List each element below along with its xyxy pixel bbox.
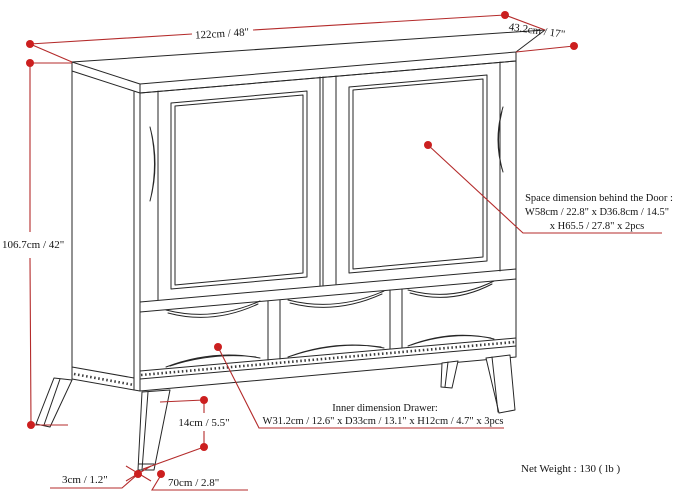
door-space-annotation: Space dimension behind the Door : W58cm … (424, 141, 673, 234)
front-face-outline (139, 60, 517, 392)
callout-dot (134, 470, 142, 478)
height-dimension-label: 106.7cm / 42" (2, 239, 64, 251)
legs (35, 354, 516, 471)
dimension-dot (570, 42, 578, 50)
depth-dimension: 43.2cm / 17" (504, 14, 578, 53)
drawer-space-line2: W31.2cm / 12.6" x D33cm / 13.1" x H12cm … (263, 416, 504, 427)
depth-dimension-label: 43.2cm / 17" (508, 21, 566, 41)
dimension-dot (200, 396, 208, 404)
cabinet-line-art (35, 29, 546, 471)
width-dimension-label: 122cm / 48" (195, 26, 250, 41)
leg-back-right (440, 360, 459, 389)
drawer-annotation: Inner dimension Drawer: W31.2cm / 12.6" … (214, 343, 504, 429)
height-dimension: 106.7cm / 42" (2, 59, 72, 429)
base-rail-hatch (140, 340, 516, 377)
front-stiles (157, 61, 501, 301)
left-door (170, 90, 308, 290)
drawer-dividers (267, 288, 403, 361)
drawer-handle-arcs (165, 280, 495, 368)
leg-front-right (485, 354, 516, 414)
foot-width-label: 70cm / 2.8" (168, 477, 219, 489)
width-dimension: 122cm / 48" (26, 11, 509, 63)
leg-height-label: 14cm / 5.5" (178, 417, 229, 429)
door-space-line1: Space dimension behind the Door : (525, 193, 673, 204)
foot-height-label: 3cm / 1.2" (62, 474, 108, 486)
callout-dot (157, 470, 165, 478)
leg-front-left (137, 389, 171, 471)
dimension-dot (27, 421, 35, 429)
left-door-pull-arc (149, 126, 156, 202)
dimension-dot (26, 40, 34, 48)
leg-height-dimension: 14cm / 5.5" (142, 396, 230, 470)
leg-back-left (35, 377, 73, 428)
drawer-space-line1: Inner dimension Drawer: (332, 403, 438, 414)
net-weight-label: Net Weight : 130 ( lb ) (521, 463, 620, 475)
door-space-line2: W58cm / 22.8" x D36.8cm / 14.5" (525, 207, 669, 218)
door-space-line3: x H65.5 / 27.8" x 2pcs (550, 221, 644, 232)
dimension-dot (26, 59, 34, 67)
dimension-dot (200, 443, 208, 451)
front-rails (139, 268, 517, 380)
foot-width-annotation: 70cm / 2.8" (151, 470, 248, 491)
right-door-pull-arc (497, 106, 504, 173)
left-side-panel (71, 70, 141, 392)
right-door (348, 74, 488, 274)
foot-height-annotation: 3cm / 1.2" (50, 465, 152, 489)
